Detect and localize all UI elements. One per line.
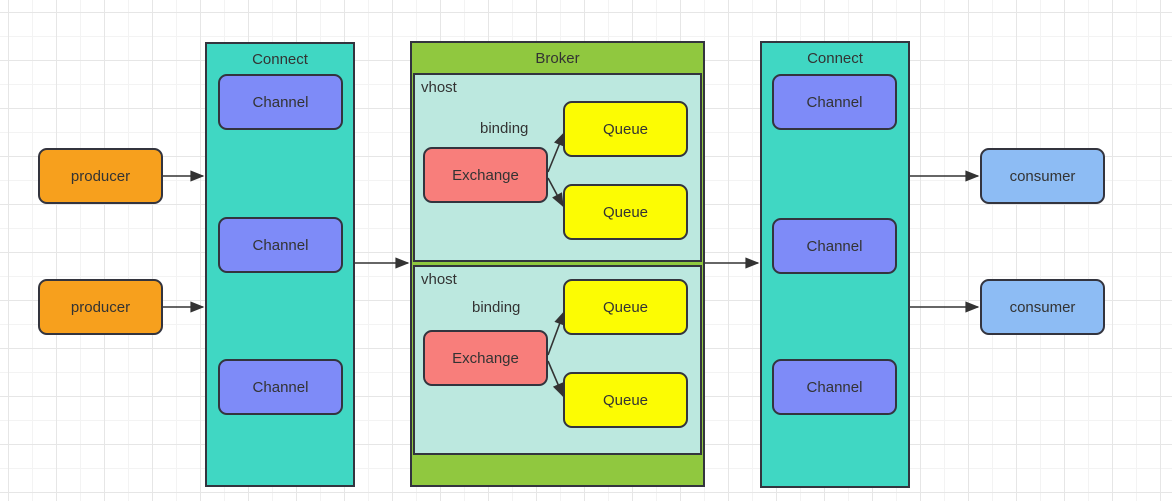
queue-node-4[interactable]: Queue xyxy=(563,372,688,428)
channel-node-right-2[interactable]: Channel xyxy=(772,218,897,274)
connect-right-title: Connect xyxy=(807,50,863,67)
channel-label: Channel xyxy=(252,236,309,254)
binding-label: binding xyxy=(472,299,521,316)
queue-node-1[interactable]: Queue xyxy=(563,101,688,157)
queue-label: Queue xyxy=(602,298,649,316)
channel-node-left-3[interactable]: Channel xyxy=(218,359,343,415)
exchange-label: Exchange xyxy=(452,349,519,367)
channel-node-right-1[interactable]: Channel xyxy=(772,74,897,130)
producer-node-2[interactable]: producer xyxy=(38,279,163,335)
consumer-node-1[interactable]: consumer xyxy=(980,148,1105,204)
channel-node-left-1[interactable]: Channel xyxy=(218,74,343,130)
channel-label: Channel xyxy=(252,93,309,111)
connect-left-title: Connect xyxy=(252,51,308,68)
channel-label: Channel xyxy=(806,378,863,396)
binding-label: binding xyxy=(480,120,529,137)
vhost-panel-1[interactable]: vhost binding Exchange Queue Queue xyxy=(413,73,702,262)
vhost-label: vhost xyxy=(421,271,457,288)
consumer-label: consumer xyxy=(1009,298,1076,316)
channel-label: Channel xyxy=(806,93,863,111)
channel-node-left-2[interactable]: Channel xyxy=(218,217,343,273)
consumer-node-2[interactable]: consumer xyxy=(980,279,1105,335)
broker-panel[interactable]: Broker vhost binding Exchange Queue Queu… xyxy=(410,41,705,487)
broker-title: Broker xyxy=(535,50,580,67)
queue-label: Queue xyxy=(602,120,649,138)
queue-label: Queue xyxy=(602,203,649,221)
channel-label: Channel xyxy=(806,237,863,255)
connect-right-panel[interactable]: Connect Channel Channel Channel xyxy=(760,41,910,488)
producer-label: producer xyxy=(70,298,131,316)
queue-node-2[interactable]: Queue xyxy=(563,184,688,240)
channel-node-right-3[interactable]: Channel xyxy=(772,359,897,415)
connect-left-panel[interactable]: Connect Channel Channel Channel xyxy=(205,42,355,487)
exchange-node-1[interactable]: Exchange xyxy=(423,147,548,203)
exchange-node-2[interactable]: Exchange xyxy=(423,330,548,386)
channel-label: Channel xyxy=(252,378,309,396)
vhost-label: vhost xyxy=(421,79,457,96)
vhost-panel-2[interactable]: vhost binding Exchange Queue Queue xyxy=(413,265,702,455)
queue-node-3[interactable]: Queue xyxy=(563,279,688,335)
producer-label: producer xyxy=(70,167,131,185)
exchange-label: Exchange xyxy=(452,166,519,184)
consumer-label: consumer xyxy=(1009,167,1076,185)
queue-label: Queue xyxy=(602,391,649,409)
producer-node-1[interactable]: producer xyxy=(38,148,163,204)
